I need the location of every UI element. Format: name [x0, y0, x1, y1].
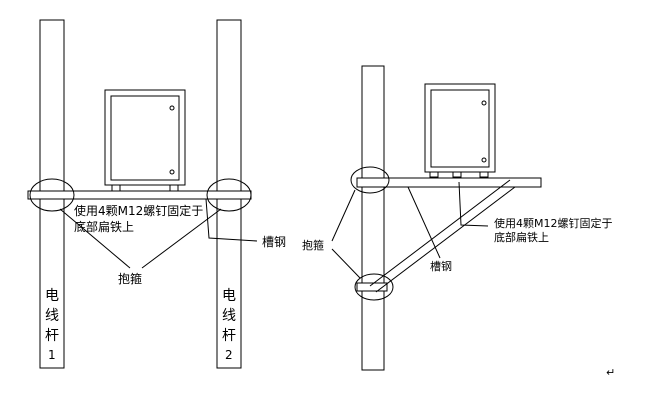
- pole-2-label-char-1: 电: [222, 288, 236, 304]
- right-clamp-ellipse-bottom: [354, 273, 394, 301]
- paragraph-mark: ↵: [606, 366, 615, 379]
- left-bolt-note-line2: 底部扁铁上: [74, 219, 134, 234]
- right-diagonal-brace: [369, 179, 516, 293]
- right-bolt-note-line2: 底部扁铁上: [494, 230, 549, 244]
- right-channel-label: 槽钢: [430, 260, 452, 273]
- pole-1-label-char-2: 线: [45, 308, 59, 324]
- pole-2-label-char-3: 杆: [222, 328, 236, 344]
- left-channel-label: 槽钢: [262, 235, 286, 249]
- right-clamp-label: 抱箍: [302, 238, 324, 252]
- left-clamp-ellipse-1: [29, 178, 75, 212]
- left-clamp-ellipse-2: [206, 178, 252, 212]
- left-bolt-note-line1: 使用4颗M12螺钉固定于: [74, 203, 203, 218]
- right-diagram: 抱箍 槽钢 使用4颗M12螺钉固定于 底部扁铁上: [302, 65, 613, 371]
- left-diagram: 使用4颗M12螺钉固定于 底部扁铁上 抱箍 槽钢 电 线 杆 1 电 线 杆 2: [27, 19, 286, 369]
- right-bolt-note-line1: 使用4颗M12螺钉固定于: [494, 216, 613, 230]
- right-clamp-ellipse-top: [350, 166, 390, 194]
- pole-1-label-char-4: 1: [48, 348, 56, 362]
- pole-1-label-char-1: 电: [45, 288, 59, 304]
- left-cabinet: [104, 89, 186, 192]
- left-clamp-label: 抱箍: [118, 271, 142, 286]
- pole-2-label-char-2: 线: [222, 308, 236, 324]
- pole-1-label-char-3: 杆: [45, 328, 59, 344]
- pole-2-label-char-4: 2: [225, 348, 233, 362]
- right-lower-bracket: [356, 282, 388, 292]
- right-pole: [361, 65, 385, 371]
- right-channel-beam: [356, 177, 542, 188]
- left-channel-beam: [27, 190, 252, 200]
- right-cabinet: [424, 83, 496, 178]
